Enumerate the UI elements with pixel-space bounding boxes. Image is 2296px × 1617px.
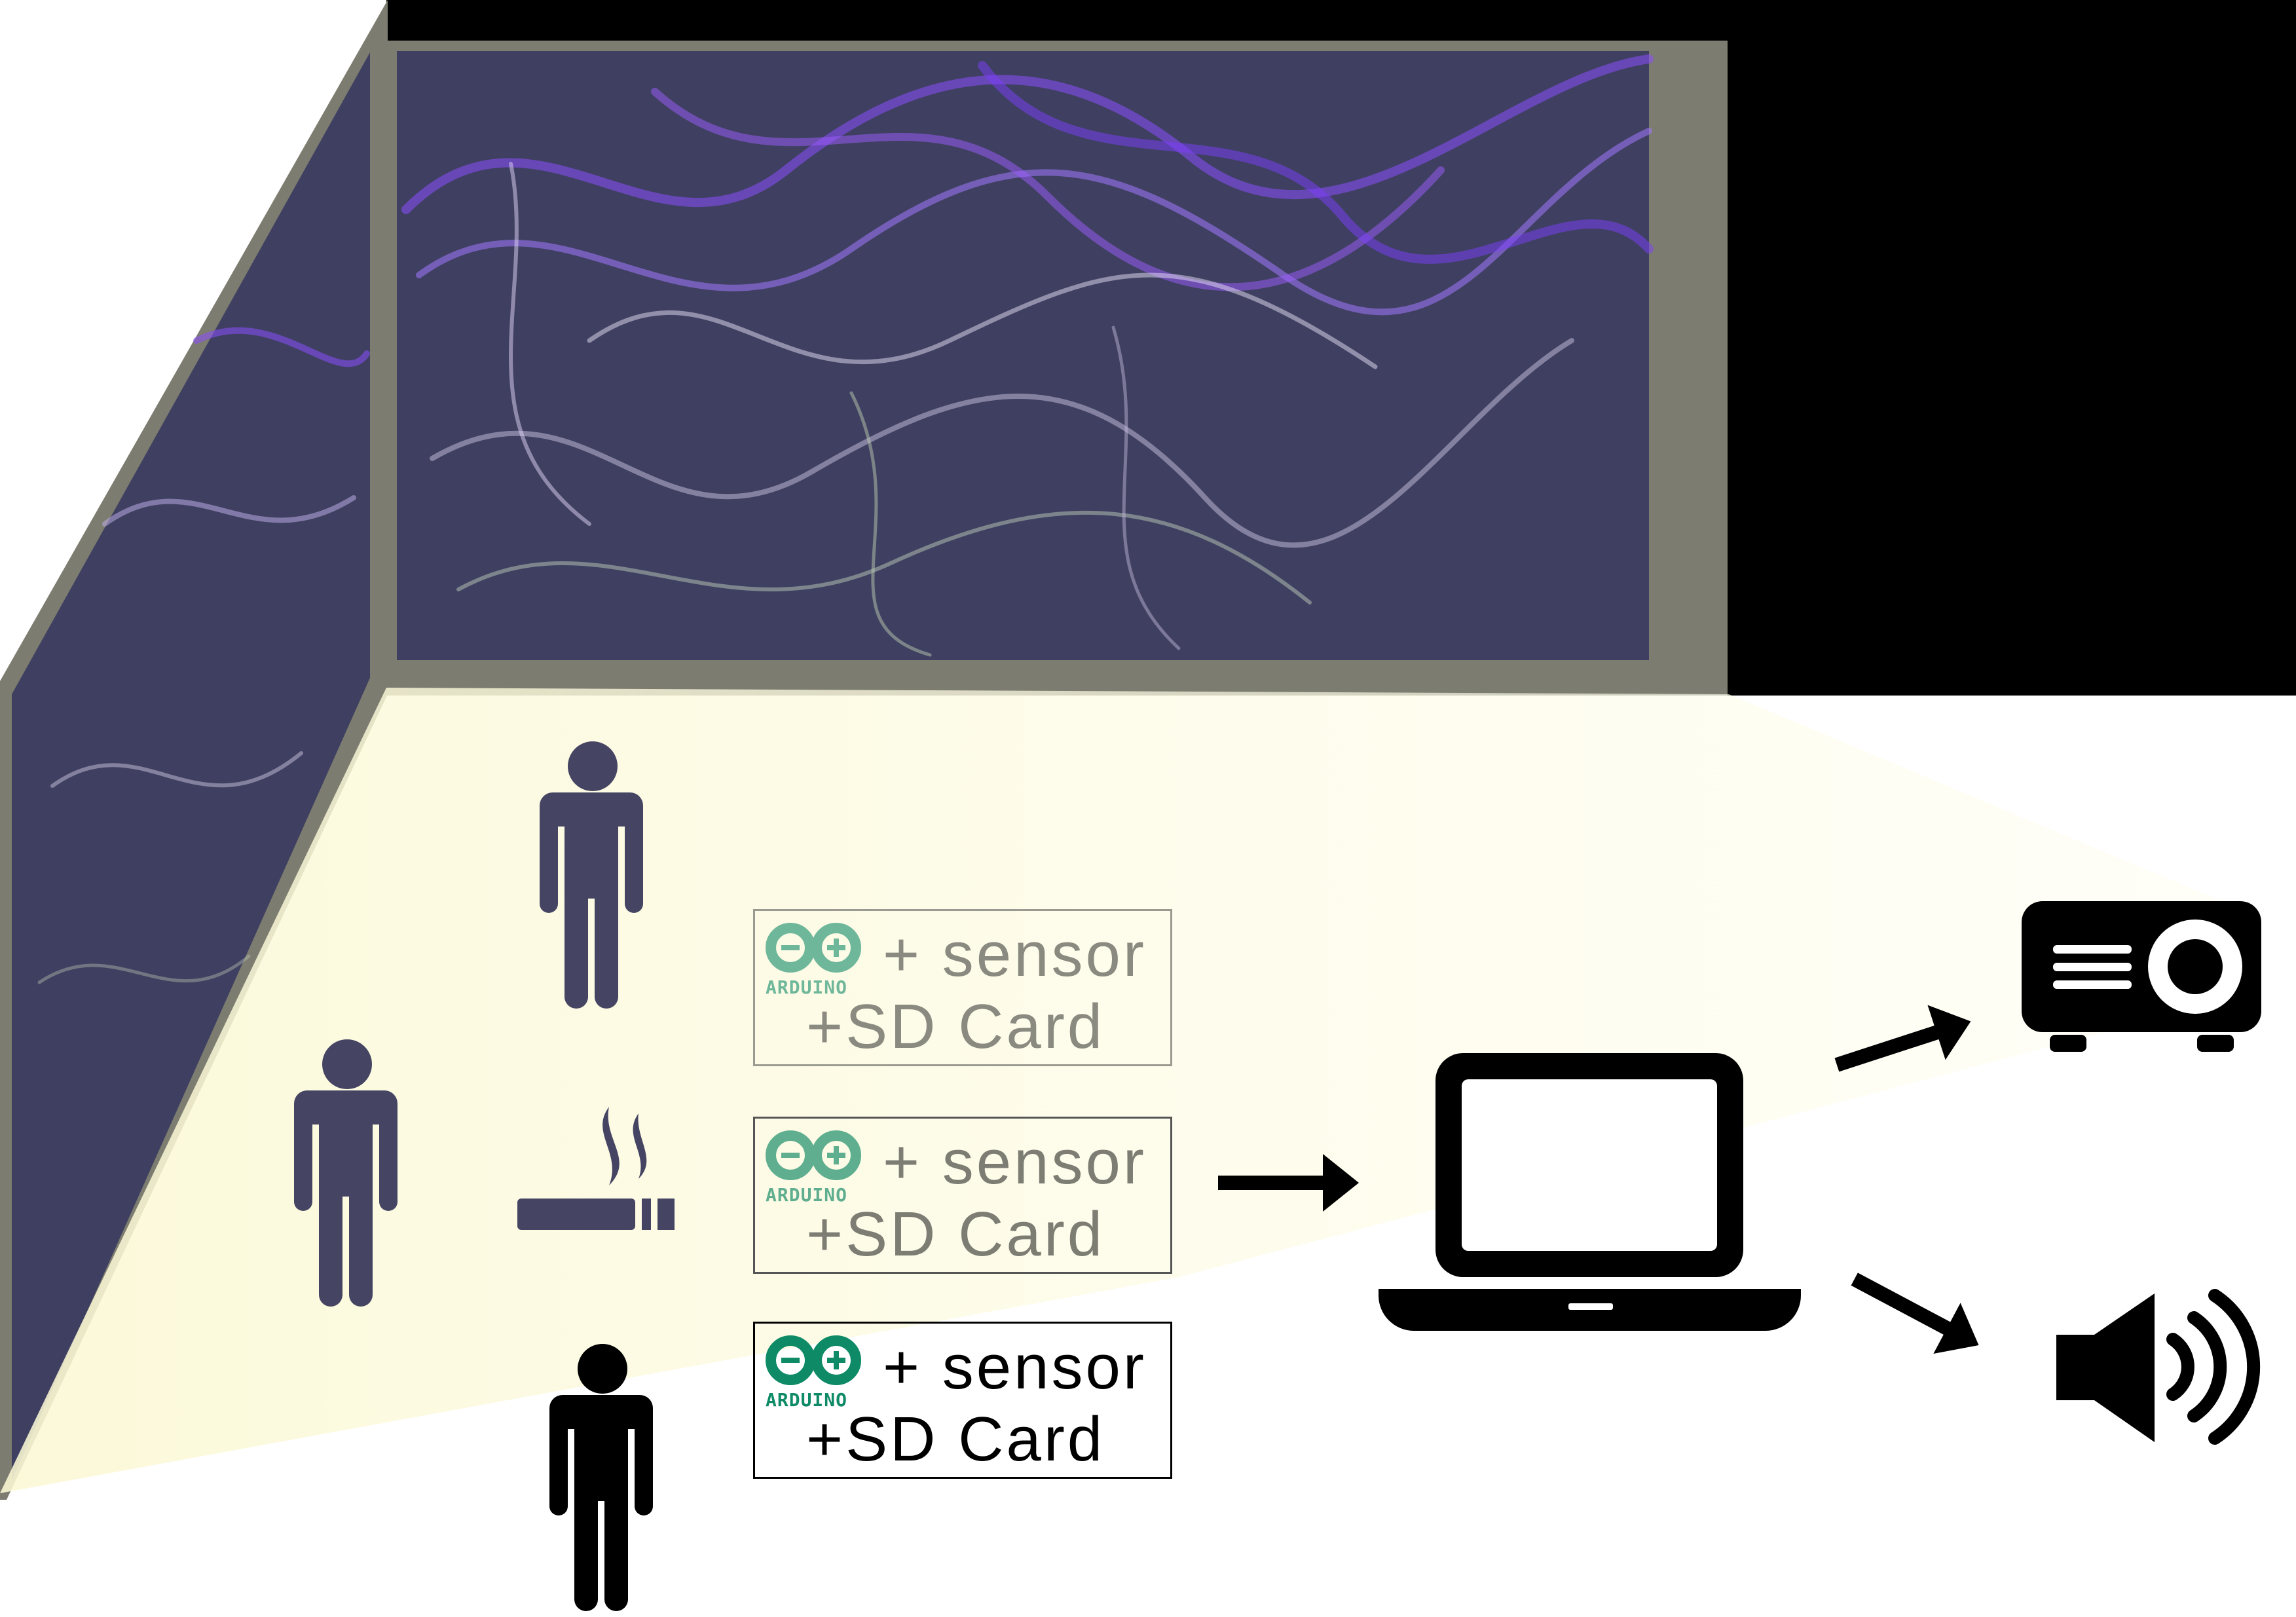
sd-card-label: +SD Card	[806, 992, 1105, 1062]
sd-card-label: +SD Card	[806, 1404, 1105, 1474]
laptop-icon	[1379, 1053, 1801, 1331]
arduino-wordmark: ARDUINO	[766, 1184, 848, 1206]
person-icon	[294, 1039, 398, 1307]
arduino-sensor-box-3: ARDUINO + sensor +SD Card	[753, 1322, 1172, 1479]
sensor-label: + sensor	[883, 920, 1147, 990]
arduino-sensor-box-2: ARDUINO + sensor +SD Card	[753, 1117, 1172, 1274]
sensor-label: + sensor	[883, 1127, 1147, 1197]
arduino-wordmark: ARDUINO	[766, 976, 848, 998]
projected-swirl-pattern	[401, 54, 1654, 657]
person-icon	[540, 741, 643, 1009]
arrow-right-icon	[1834, 1005, 1971, 1072]
person-icon	[549, 1344, 653, 1611]
left-wall-screen	[12, 52, 370, 1480]
projected-swirl-pattern-left	[37, 327, 370, 984]
projector-icon	[2022, 901, 2261, 1052]
sd-card-label: +SD Card	[806, 1199, 1105, 1269]
sensor-label: + sensor	[883, 1332, 1147, 1402]
arduino-logo-icon	[766, 1130, 861, 1180]
arduino-sensor-box-1: ARDUINO + sensor +SD Card	[753, 909, 1172, 1066]
arduino-logo-icon	[766, 1335, 861, 1385]
arduino-wordmark: ARDUINO	[766, 1389, 848, 1411]
speaker-icon	[2056, 1289, 2261, 1445]
cigarette-icon	[517, 1107, 675, 1230]
arduino-logo-icon	[766, 923, 861, 973]
arrow-right-icon	[1218, 1154, 1359, 1212]
arrow-right-icon	[1851, 1273, 1979, 1354]
